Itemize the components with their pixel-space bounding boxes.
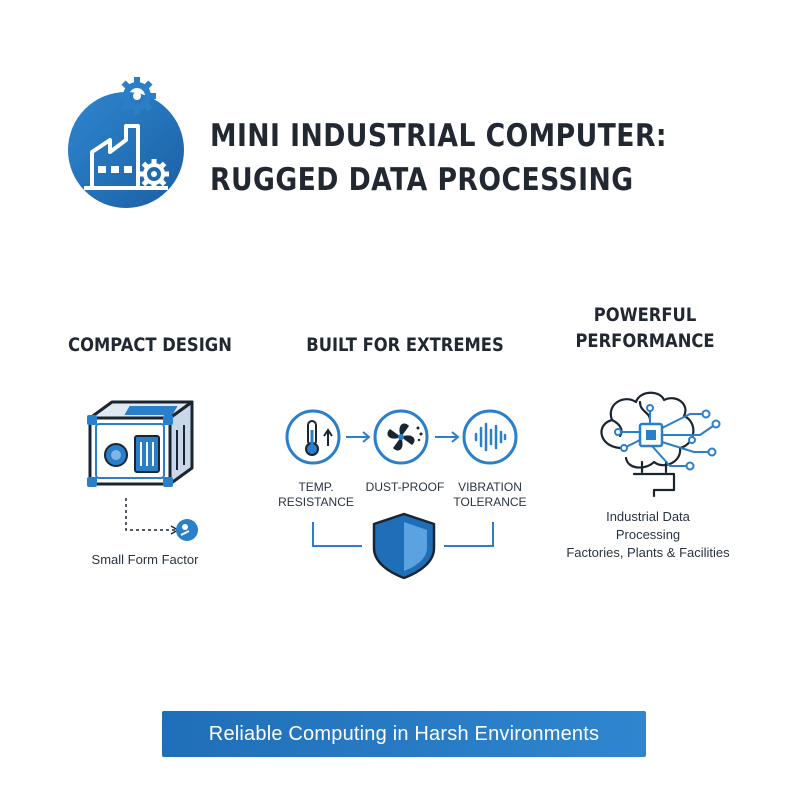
- dust-label-line-1: DUST-PROOF: [365, 480, 445, 494]
- powerful-heading-line-2: PERFORMANCE: [575, 330, 715, 352]
- vibration-label-line-2: TOLERANCE: [453, 495, 527, 509]
- title-line-2: RUGGED DATA PROCESSING: [210, 162, 634, 198]
- thermometer-icon: [285, 409, 341, 465]
- power-caption-line-2: Processing: [615, 527, 681, 542]
- banner-text: Reliable Computing in Harsh Environments: [208, 722, 600, 745]
- arrow-icon: [346, 431, 371, 443]
- shield-icon: [372, 512, 436, 580]
- powerful-heading-line-1: POWERFUL: [593, 304, 697, 326]
- built-for-extremes-heading: BUILT FOR EXTREMES: [306, 334, 504, 356]
- power-caption-line-1: Industrial Data: [606, 509, 690, 524]
- connector-lines: [312, 522, 494, 547]
- temp-resistance-label: TEMP. RESISTANCE: [266, 480, 366, 510]
- arrow-icon: [435, 431, 460, 443]
- brain-circuit-icon: [600, 391, 721, 498]
- fan-icon: [373, 409, 429, 465]
- vibration-label-line-1: VIBRATION: [458, 480, 522, 494]
- factory-gear-icon: [68, 77, 184, 208]
- compact-design-heading: COMPACT DESIGN: [68, 334, 232, 356]
- temp-label-line-1: TEMP.: [298, 480, 334, 494]
- industrial-data-processing-caption: Industrial Data Processing Factories, Pl…: [548, 508, 748, 562]
- dust-proof-label: DUST-PROOF: [355, 480, 455, 495]
- power-caption-line-3: Factories, Plants & Facilities: [566, 545, 730, 560]
- small-form-factor-caption: Small Form Factor: [91, 552, 199, 567]
- powerful-performance-heading: POWERFUL PERFORMANCE: [559, 302, 731, 354]
- vibration-tolerance-label: VIBRATION TOLERANCE: [440, 480, 540, 510]
- temp-label-line-2: RESISTANCE: [278, 495, 354, 509]
- reliable-computing-banner: Reliable Computing in Harsh Environments: [162, 711, 646, 757]
- page-title: MINI INDUSTRIAL COMPUTER: RUGGED DATA PR…: [210, 114, 667, 202]
- header: MINI INDUSTRIAL COMPUTER: RUGGED DATA PR…: [0, 0, 800, 260]
- mini-computer-icon: [87, 400, 198, 541]
- vibration-wave-icon: [462, 409, 518, 465]
- title-line-1: MINI INDUSTRIAL COMPUTER:: [210, 118, 667, 154]
